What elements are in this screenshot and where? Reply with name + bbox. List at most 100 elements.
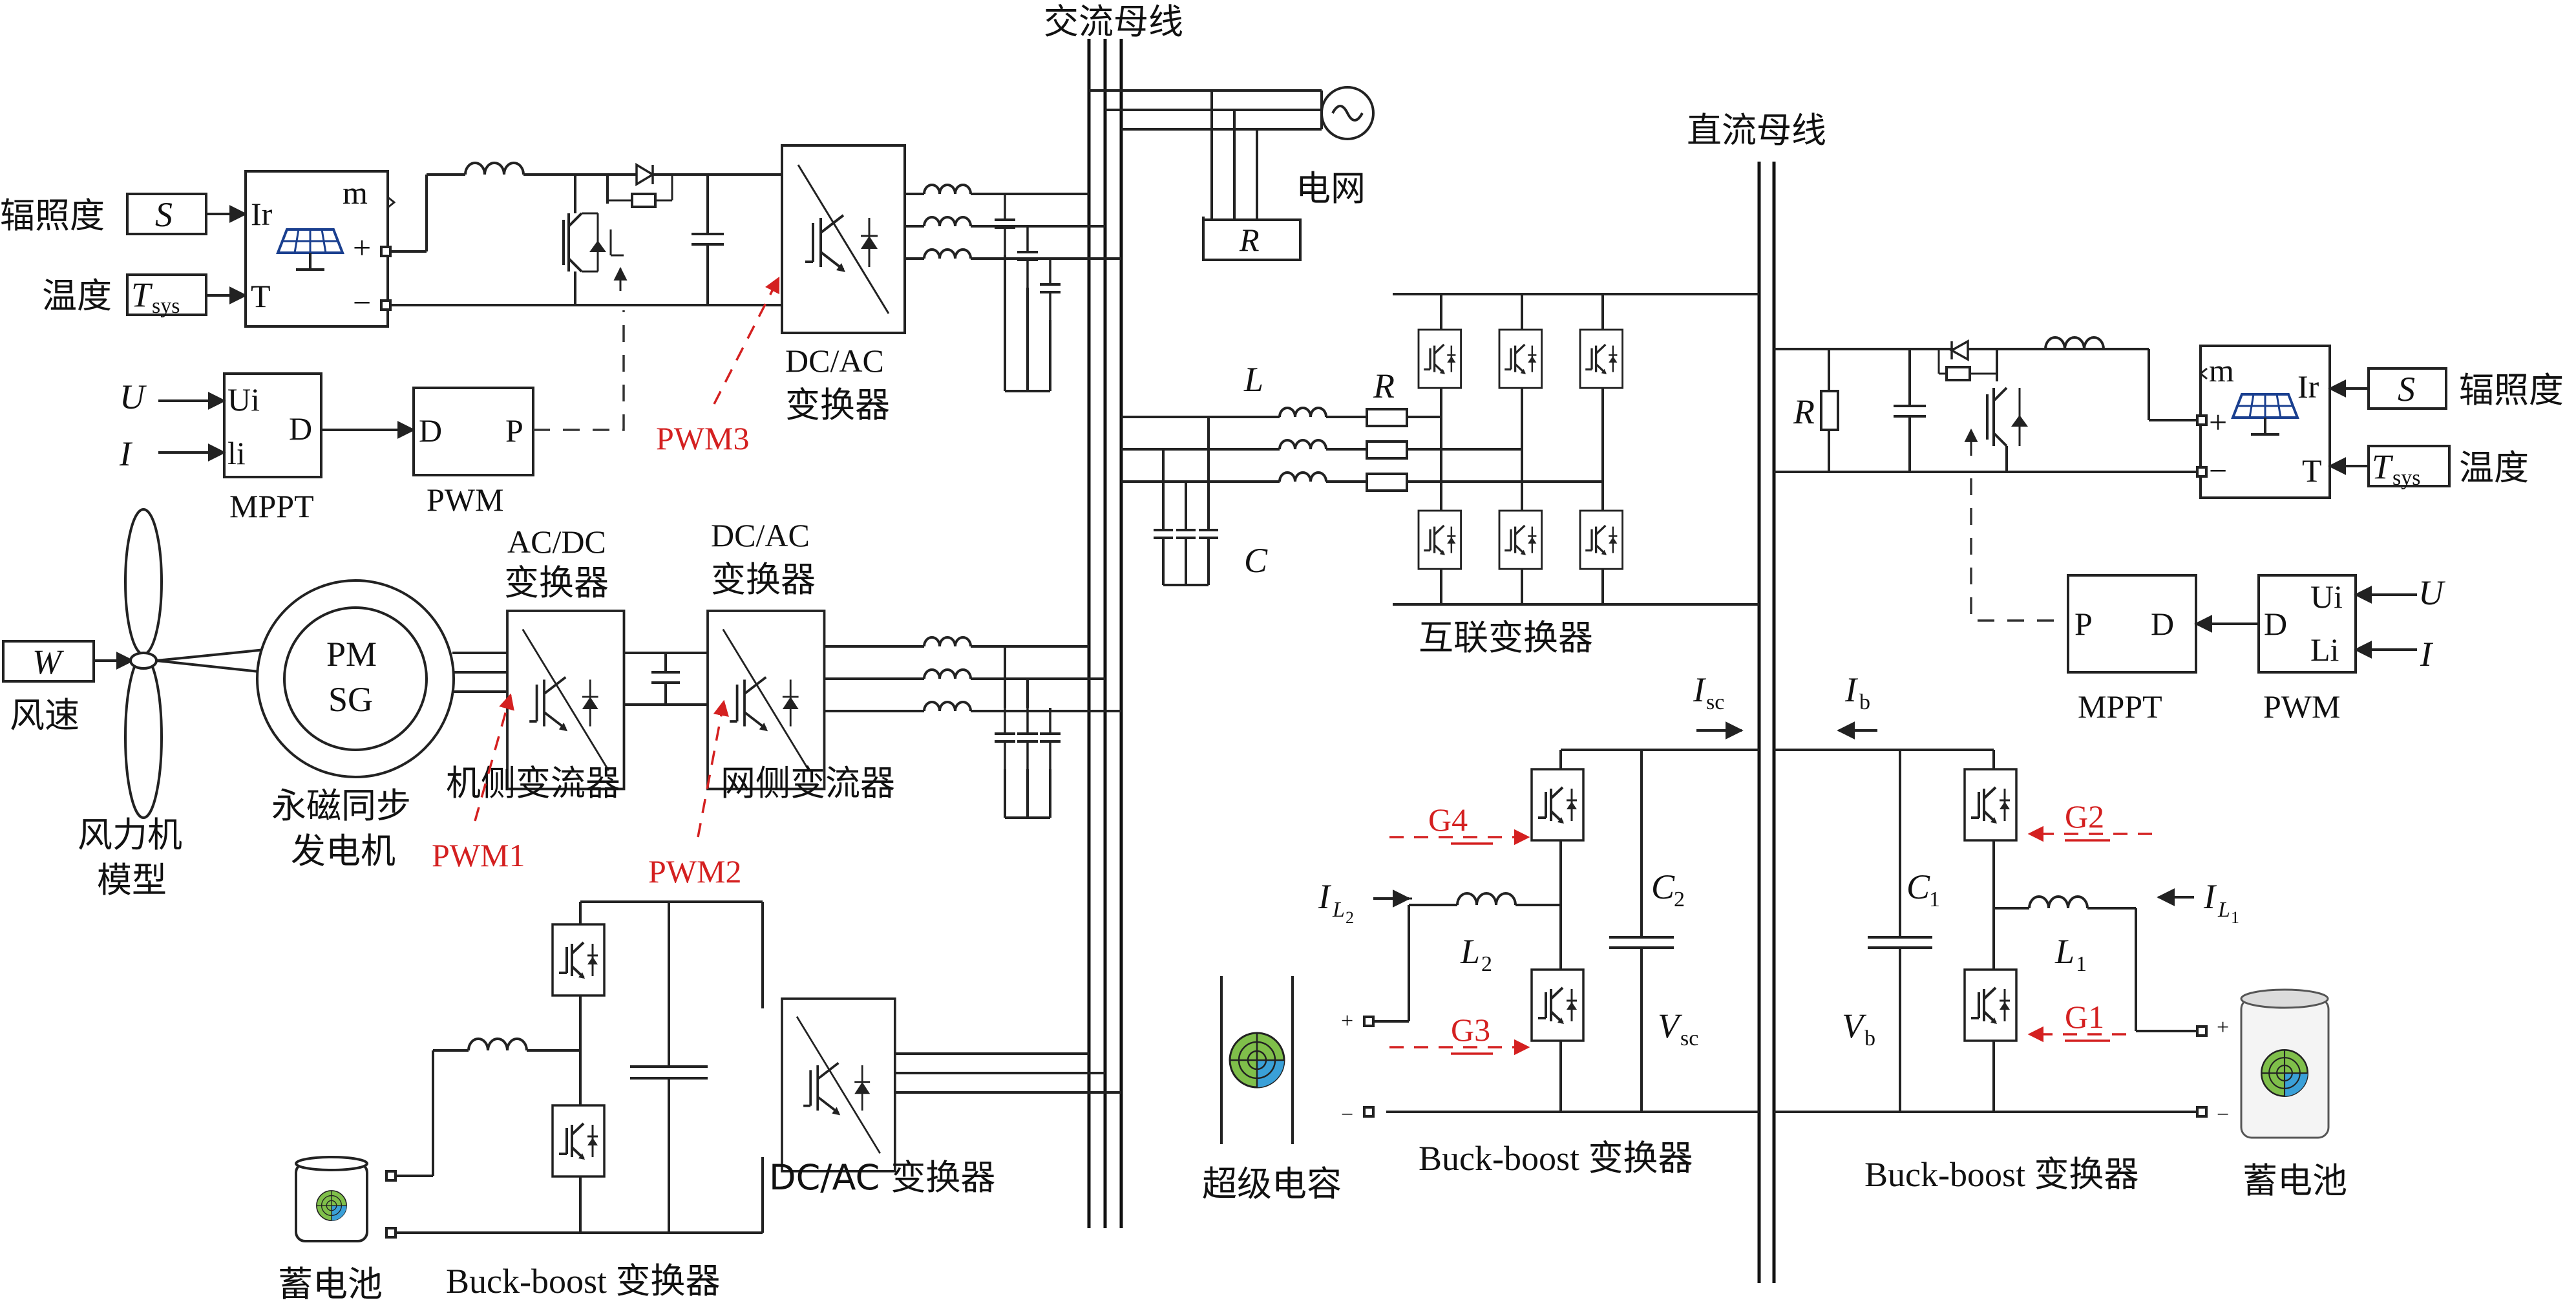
machine-side-converter-label: 机侧变流器 xyxy=(446,763,620,803)
pv-port-m-left: m xyxy=(343,175,368,211)
temp-symbol-left: T xyxy=(131,275,153,314)
dcac-top-line1: DC/AC xyxy=(785,343,884,379)
pv-port-t-right: T xyxy=(2302,452,2322,489)
dc-bus xyxy=(1757,162,1776,1283)
turbine-label-1: 风力机 xyxy=(78,814,182,855)
battery-bottom-left xyxy=(295,1156,397,1242)
irradiance-label-right: 辐照度 xyxy=(2459,370,2564,410)
bb-converter-bottom-left xyxy=(396,900,764,1234)
battery-icon-right xyxy=(2261,1049,2308,1097)
mppt-right-port-p: P xyxy=(2075,606,2093,642)
interlink-converter xyxy=(1121,293,1759,606)
grid-label: 电网 xyxy=(1296,168,1366,209)
temperature-label-right: 温度 xyxy=(2459,447,2529,488)
g3-label: G3 xyxy=(1451,1012,1490,1048)
dcac-converter-top xyxy=(781,144,906,334)
il1-label: I xyxy=(2203,877,2217,916)
acdc-line1: AC/DC xyxy=(507,524,606,560)
g4-label: G4 xyxy=(1428,802,1468,838)
boost-converter-left xyxy=(390,162,788,306)
mid-filter xyxy=(824,636,1121,819)
dcac-mid-line2: 变换器 xyxy=(711,559,816,600)
dcac-converter-bottom xyxy=(781,997,896,1173)
mppt-left-port-ui: Ui xyxy=(227,381,260,418)
pwm-right xyxy=(2194,574,2417,674)
temperature-input-box xyxy=(126,273,207,316)
pv-port-ir-left: Ir xyxy=(251,196,273,232)
temperature-label-left: 温度 xyxy=(42,275,112,316)
il1-sub: L xyxy=(2217,898,2230,922)
battery-right-label: 蓄电池 xyxy=(2243,1160,2347,1201)
irradiance-symbol-right: S xyxy=(2398,370,2415,409)
mppt-left-port-li: li xyxy=(227,435,246,471)
pwm-right-port-ui: Ui xyxy=(2310,579,2343,615)
temp-sub-right: sys xyxy=(2392,466,2420,490)
vb-sub: b xyxy=(1864,1027,1875,1050)
isc-label: I xyxy=(1693,670,1707,709)
pwm-right-i: I xyxy=(2420,635,2434,674)
pv-right-R: R xyxy=(1793,392,1815,431)
pv-left-block xyxy=(126,170,396,328)
ib-sub: b xyxy=(1859,690,1870,714)
bottom-ac-lines xyxy=(895,1052,1121,1094)
mppt-right-name: MPPT xyxy=(2078,688,2162,725)
pv-port-plus-right: + xyxy=(2209,404,2227,440)
il2-subsub: 2 xyxy=(1346,908,1354,927)
acdc-line2: 变换器 xyxy=(504,562,609,603)
il2-label: I xyxy=(1318,877,1332,916)
g2-label: G2 xyxy=(2065,798,2104,835)
dcac-top-line2: 变换器 xyxy=(785,385,890,425)
pwm2-label: PWM2 xyxy=(648,853,741,889)
bb-left-label: Buck-boost 变换器 xyxy=(446,1262,721,1301)
pv-port-plus-left: + xyxy=(353,229,371,266)
ac-bus-label: 交流母线 xyxy=(1044,1,1183,42)
turbine-label-2: 模型 xyxy=(97,860,167,900)
wind-converters xyxy=(452,652,708,706)
mppt-left-u: U xyxy=(120,378,147,416)
temp-sub-left: sys xyxy=(152,294,180,318)
battery-left-label: 蓄电池 xyxy=(278,1264,383,1304)
pwm1-label: PWM1 xyxy=(432,837,525,873)
pv-port-m-right: m xyxy=(2209,352,2234,388)
pwm-left-port-p: P xyxy=(505,412,523,449)
pmsg-pm: PM xyxy=(326,635,377,674)
c1-label: C xyxy=(1906,867,1930,906)
mppt-left xyxy=(158,372,416,478)
supercap-label: 超级电容 xyxy=(1202,1164,1342,1204)
bb-sc-label: Buck-boost 变换器 xyxy=(1419,1139,1693,1178)
supercap-converter xyxy=(1220,721,1759,1144)
vsc-sub: sc xyxy=(1680,1027,1698,1050)
c2-label: C xyxy=(1651,867,1675,906)
bat-minus: − xyxy=(2217,1103,2229,1127)
bat-plus: + xyxy=(2217,1016,2229,1039)
pv-port-ir-right: Ir xyxy=(2297,368,2319,405)
mppt-right xyxy=(2067,574,2197,674)
l2-sub: 2 xyxy=(1481,952,1492,976)
pwm-left-name: PWM xyxy=(427,482,503,518)
mppt-left-i: I xyxy=(119,434,133,473)
sc-minus: − xyxy=(1341,1103,1353,1127)
c2-sub: 2 xyxy=(1674,888,1685,911)
interlink-C: C xyxy=(1244,541,1268,580)
mppt-left-name: MPPT xyxy=(229,488,314,524)
generator-label-1: 永磁同步 xyxy=(271,785,411,826)
wind-turbine xyxy=(2,508,455,819)
interlink-R: R xyxy=(1373,367,1395,405)
temp-symbol-right: T xyxy=(2372,447,2394,486)
il2-sub: L xyxy=(1332,898,1345,922)
pwm-right-name: PWM xyxy=(2263,688,2340,725)
pv-right-block xyxy=(1774,336,2451,622)
interlink-label: 互联变换器 xyxy=(1419,617,1593,658)
pv-port-minus-left: − xyxy=(353,284,371,321)
irradiance-symbol-left: S xyxy=(155,195,173,234)
battery-converter-right xyxy=(1774,721,2330,1139)
grid-resistor-label: R xyxy=(1239,222,1260,258)
bb-right-label: Buck-boost 变换器 xyxy=(1864,1155,2139,1194)
irradiance-label-left: 辐照度 xyxy=(0,195,105,236)
dcac-mid-line1: DC/AC xyxy=(711,517,810,553)
vb-label: V xyxy=(1842,1006,1867,1045)
ac-bus xyxy=(1087,39,1123,1228)
dc-bus-label: 直流母线 xyxy=(1687,110,1826,151)
il1-subsub: 1 xyxy=(2231,908,2239,927)
pwm-left xyxy=(412,310,625,476)
